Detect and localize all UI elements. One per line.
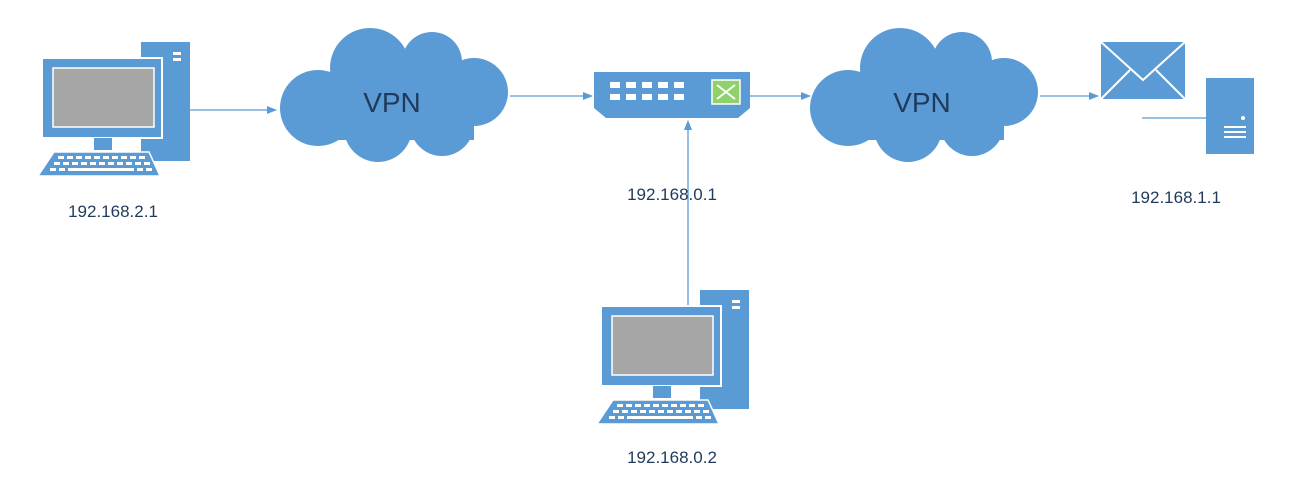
desktop-computer-icon (595, 290, 749, 425)
cloud-icon (280, 28, 508, 162)
pc-bottom-ip-label: 192.168.0.2 (627, 448, 717, 467)
vpn-left-label: VPN (363, 87, 421, 118)
network-switch-icon (594, 72, 750, 118)
cloud-icon (810, 28, 1038, 162)
pc-left-ip-label: 192.168.2.1 (68, 202, 158, 221)
vpn-right-label: VPN (893, 87, 951, 118)
desktop-computer-icon (36, 42, 190, 177)
connections (190, 92, 1099, 305)
mail-server-ip-label: 192.168.1.1 (1131, 188, 1221, 207)
switch-ip-label: 192.168.0.1 (627, 185, 717, 204)
mail-server-icon (1099, 40, 1254, 154)
